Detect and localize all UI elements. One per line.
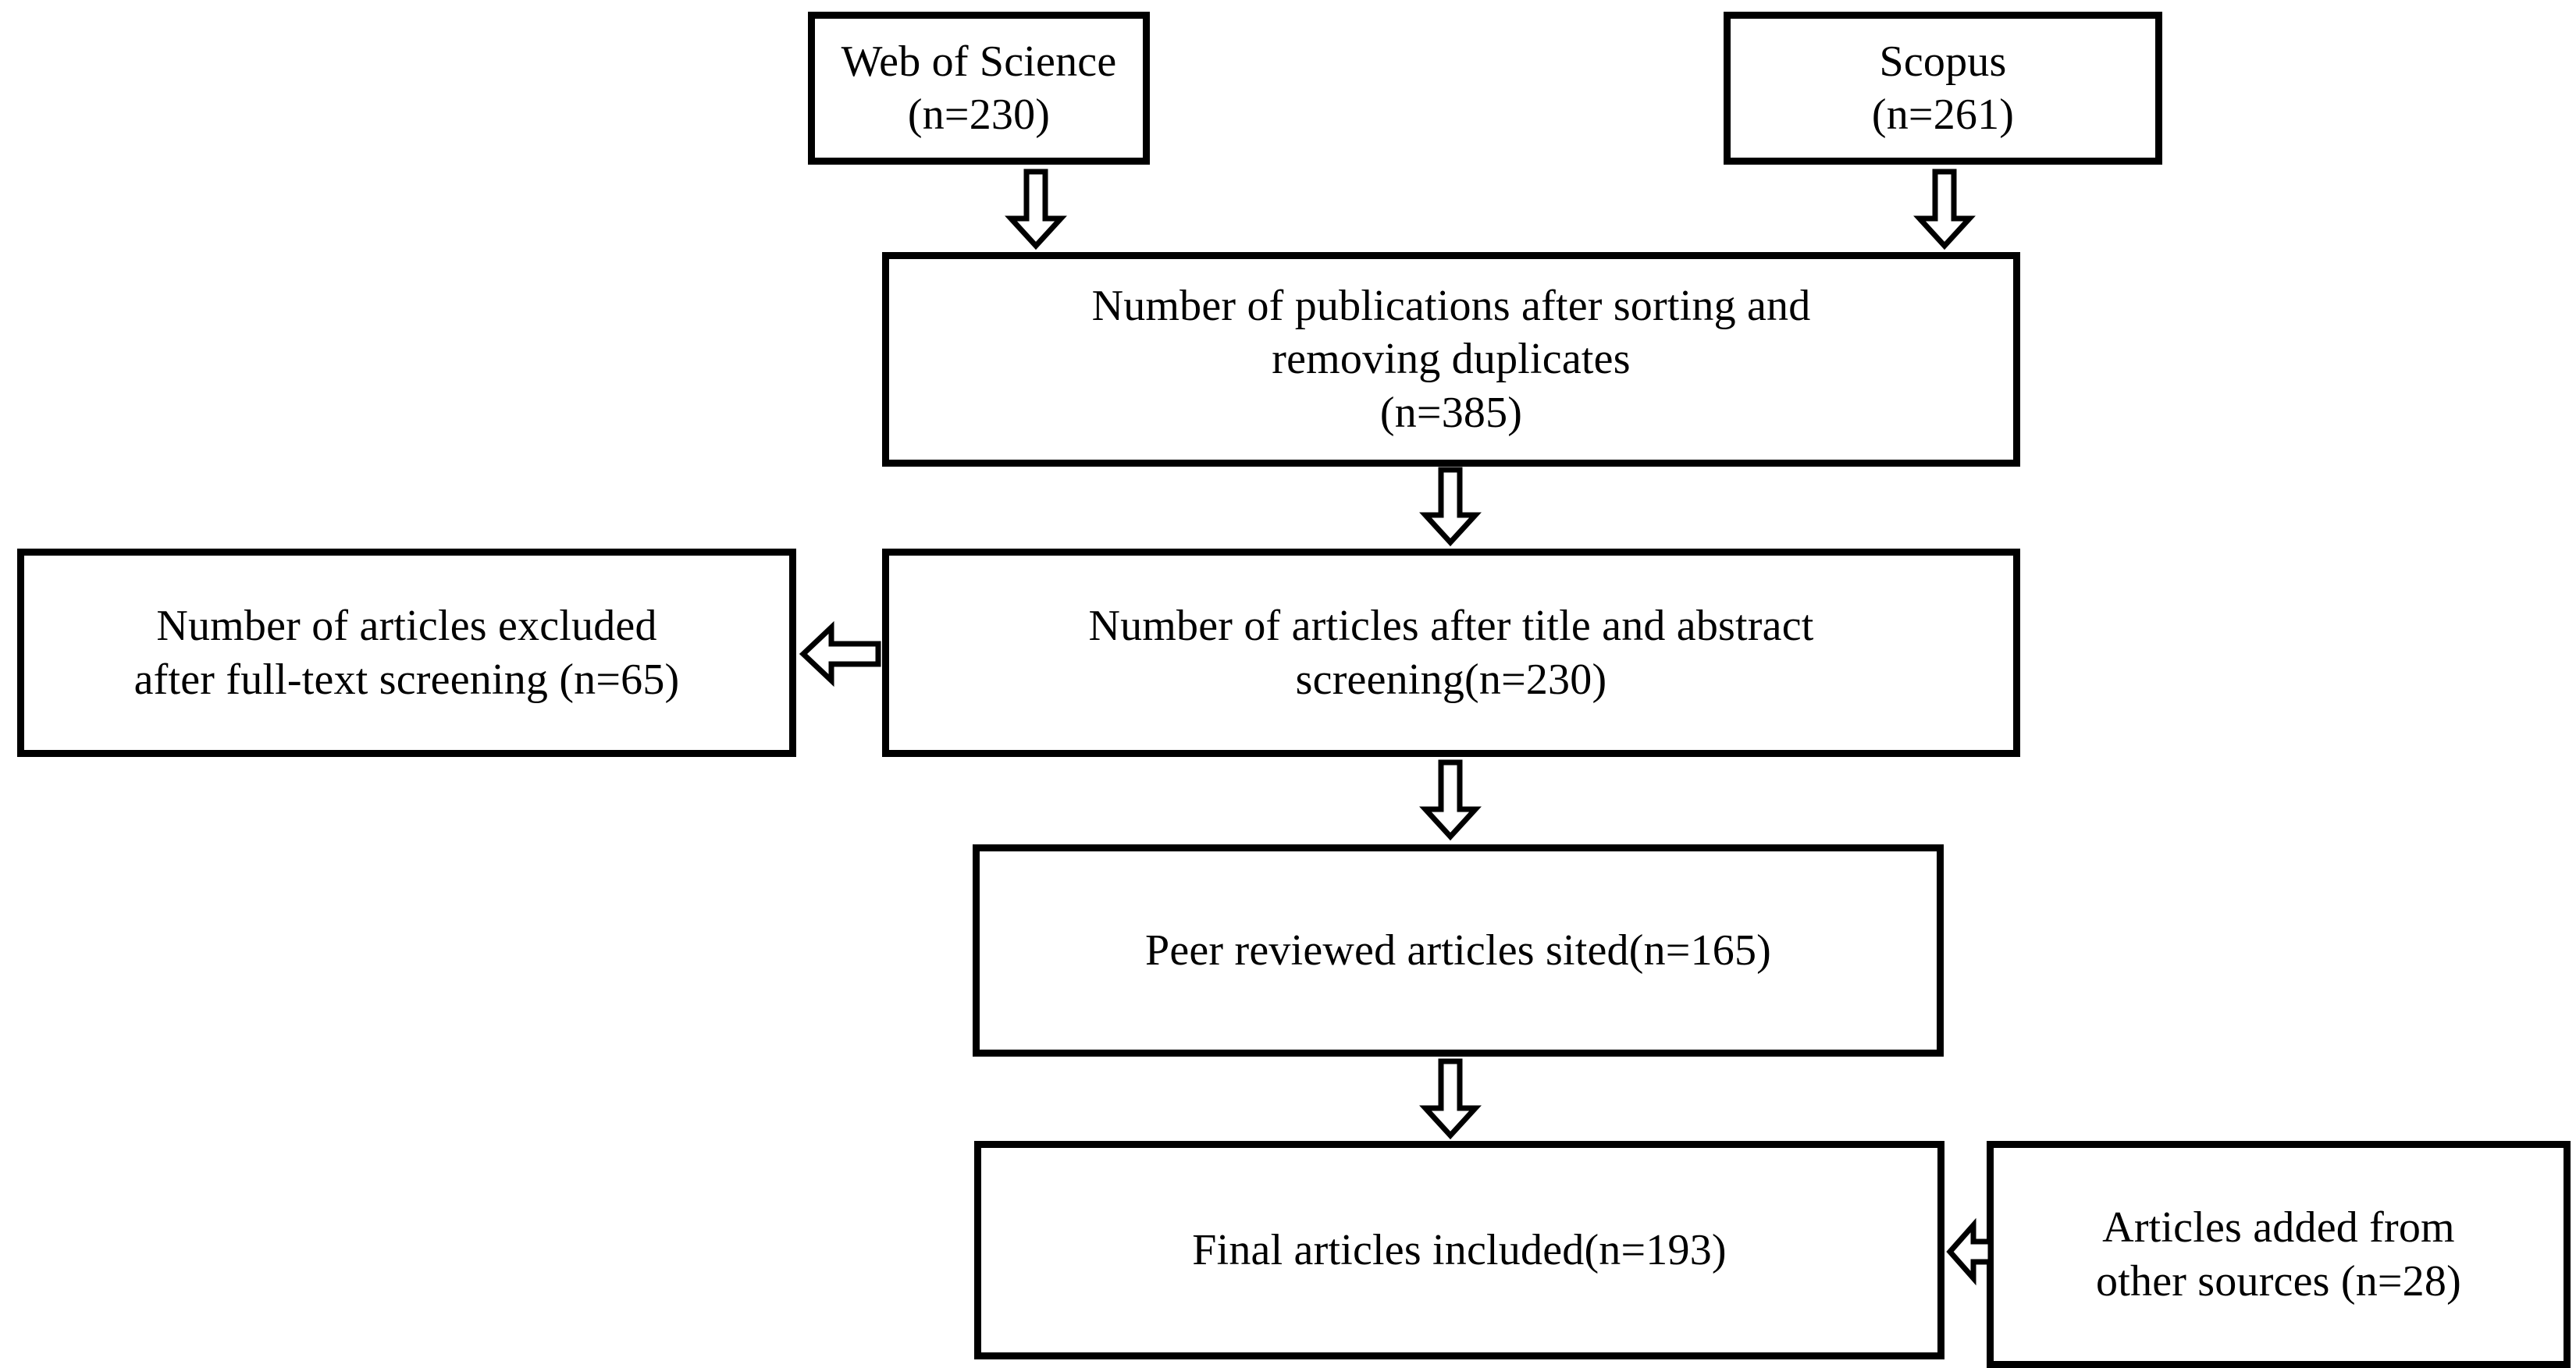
- node-publications-after-sorting-label: Number of publications after sorting and…: [1091, 282, 1811, 437]
- node-articles-after-screening-label: Number of articles after title and abstr…: [1088, 602, 1814, 704]
- node-publications-after-sorting: Number of publications after sorting and…: [882, 252, 2020, 467]
- node-final-articles-included-label: Final articles included(n=193): [1192, 1225, 1727, 1274]
- node-final-articles-included: Final articles included(n=193): [974, 1141, 1944, 1359]
- node-articles-other-sources-label: Articles added from other sources (n=28): [2096, 1203, 2461, 1306]
- node-web-of-science: Web of Science (n=230): [808, 12, 1150, 165]
- node-articles-excluded: Number of articles excluded after full-t…: [17, 549, 796, 757]
- node-articles-excluded-label: Number of articles excluded after full-t…: [133, 602, 680, 704]
- arrow-peer-reviewed-to-final: [1419, 1058, 1482, 1140]
- node-peer-reviewed-sited-label: Peer reviewed articles sited(n=165): [1144, 926, 1772, 975]
- arrow-scopus-to-publications: [1913, 169, 1976, 251]
- arrow-screening-to-excluded: [799, 620, 881, 688]
- arrow-other-sources-to-final: [1946, 1217, 1994, 1286]
- node-articles-other-sources: Articles added from other sources (n=28): [1987, 1141, 2571, 1368]
- node-peer-reviewed-sited: Peer reviewed articles sited(n=165): [973, 844, 1944, 1057]
- arrow-screening-to-peer-reviewed: [1419, 759, 1482, 841]
- arrow-publications-to-screening: [1419, 467, 1482, 547]
- arrow-web-of-science-to-publications: [1005, 169, 1067, 251]
- node-scopus-label: Scopus (n=261): [1871, 37, 2015, 139]
- node-articles-after-screening: Number of articles after title and abstr…: [882, 549, 2020, 757]
- node-web-of-science-label: Web of Science (n=230): [841, 37, 1117, 139]
- node-scopus: Scopus (n=261): [1724, 12, 2162, 165]
